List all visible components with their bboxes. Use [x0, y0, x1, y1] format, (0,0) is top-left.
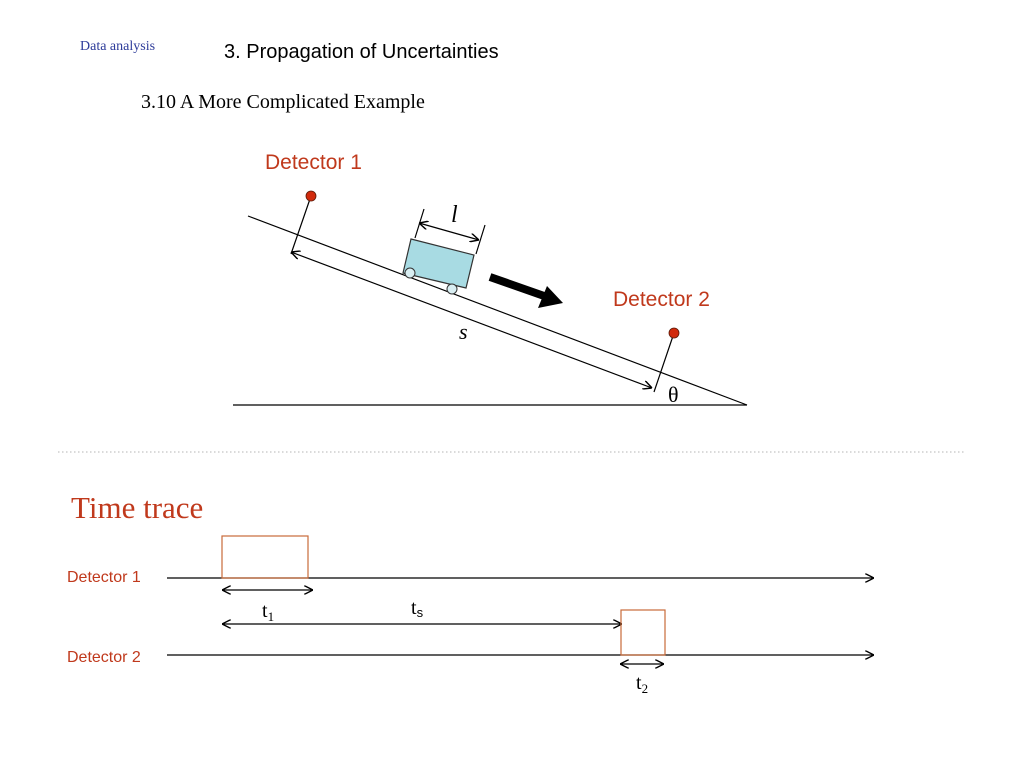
t2-label: t2: [636, 672, 648, 696]
t1-label: t1: [262, 600, 274, 624]
incline-scene: Detector 1 Detector 2 s l θ: [233, 151, 748, 407]
distance-arrow: [291, 252, 652, 388]
time-trace-title: Time trace: [71, 490, 203, 525]
motion-arrow-icon: [488, 273, 563, 308]
ts-label: ts: [411, 597, 424, 620]
detector2-dot: [668, 327, 680, 339]
chapter-title: 3. Propagation of Uncertainties: [224, 41, 499, 63]
angle-label: θ: [668, 382, 679, 407]
detector1-label: Detector 1: [265, 151, 362, 174]
trace2-label: Detector 2: [67, 649, 141, 666]
cart-body: [402, 238, 475, 289]
trace1-label: Detector 1: [67, 569, 141, 586]
length-label: l: [451, 202, 458, 228]
course-title: Data analysis: [80, 39, 156, 54]
detector1-pole: [290, 195, 312, 255]
distance-label: s: [459, 319, 468, 344]
detector1-dot: [305, 190, 317, 202]
time-trace: Time trace Detector 1 t1 ts Detector 2 t…: [67, 490, 874, 696]
length-tick-right: [475, 224, 486, 255]
detector2-pole: [653, 332, 675, 393]
trace2-pulse: [620, 609, 666, 656]
length-arrow: [419, 223, 479, 240]
cart-wheel-front: [404, 267, 416, 279]
trace1-pulse: [221, 535, 309, 579]
cart-wheel-rear: [446, 283, 458, 295]
section-title: 3.10 A More Complicated Example: [141, 91, 425, 113]
detector2-label: Detector 2: [613, 288, 710, 311]
